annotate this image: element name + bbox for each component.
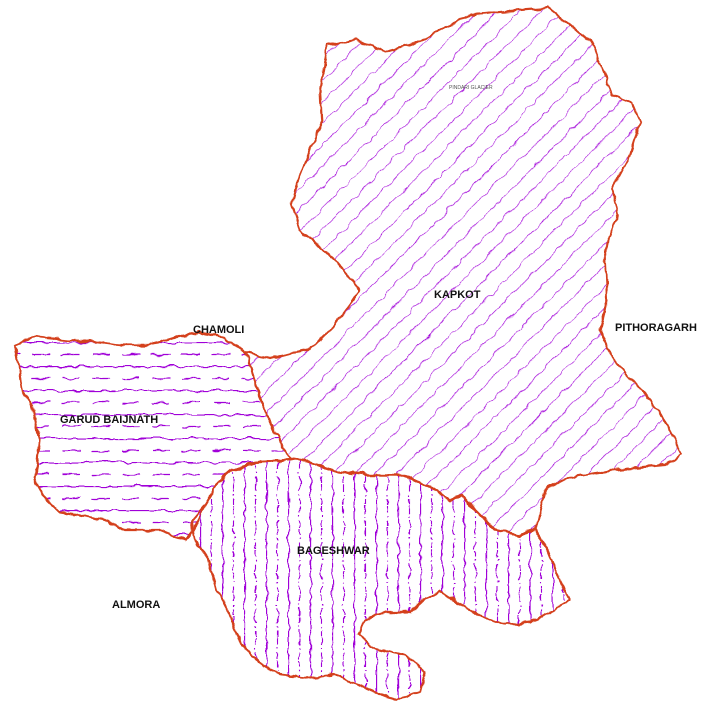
label-garud-baijnath: GARUD BAIJNATH — [60, 414, 158, 426]
label-chamoli: CHAMOLI — [193, 324, 244, 336]
label-pithoragarh: PITHORAGARH — [615, 322, 697, 334]
label-almora: ALMORA — [112, 599, 160, 611]
region-bageshwar[interactable] — [190, 458, 572, 701]
region-kapkot[interactable] — [243, 6, 684, 537]
label-kapkot: KAPKOT — [434, 289, 481, 301]
label-bageshwar: BAGESHWAR — [297, 545, 370, 557]
label-pindari-glacier: PINDARI GLACIER — [449, 85, 493, 91]
